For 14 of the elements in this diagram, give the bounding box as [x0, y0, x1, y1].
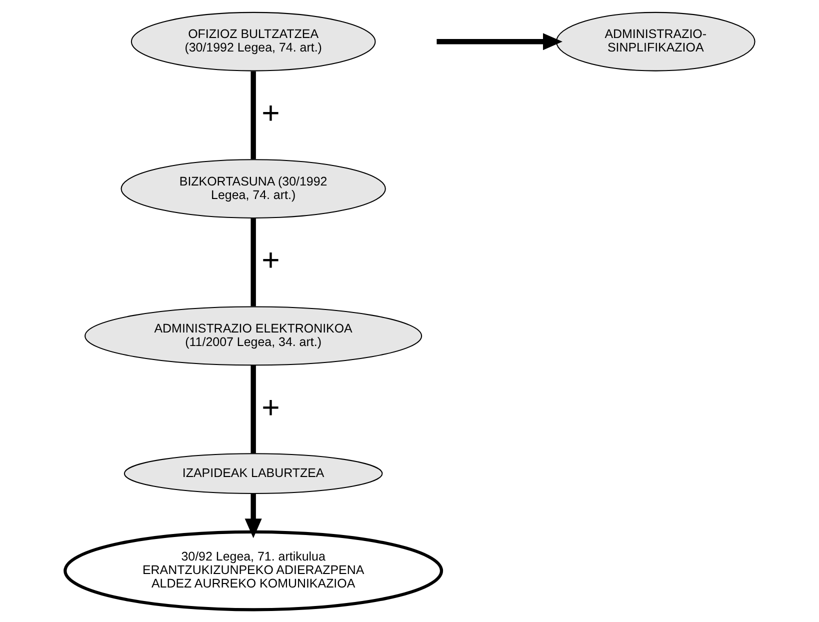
connector	[250, 218, 256, 306]
edge-label: +	[261, 96, 280, 131]
node-ellipse: 30/92 Legea, 71. artikulua ERANTZUKIZUNPEKO ADIERAZPENA ALDEZ AURREKO KOMUNIKAZIOA	[63, 530, 443, 612]
node-ellipse: BIZKORTASUNA (30/1992 Legea, 74. art.)	[120, 159, 386, 218]
edge-label: +	[261, 242, 280, 278]
edge-label: +	[261, 390, 280, 425]
connector	[250, 71, 256, 160]
node-ellipse: ADMINISTRAZIO- SINPLIFIKAZIOA	[555, 12, 755, 72]
node-ellipse: ADMINISTRAZIO ELEKTRONIKOA (11/2007 Legea, 34. art.)	[84, 306, 422, 366]
arrow	[436, 33, 562, 50]
node-ellipse: OFIZIOZ BULTZATZEA (30/1992 Legea, 74. art.)	[130, 12, 376, 72]
arrow	[244, 494, 262, 538]
connector	[250, 365, 256, 454]
node-ellipse: IZAPIDEAK LABURTZEA	[123, 453, 382, 494]
